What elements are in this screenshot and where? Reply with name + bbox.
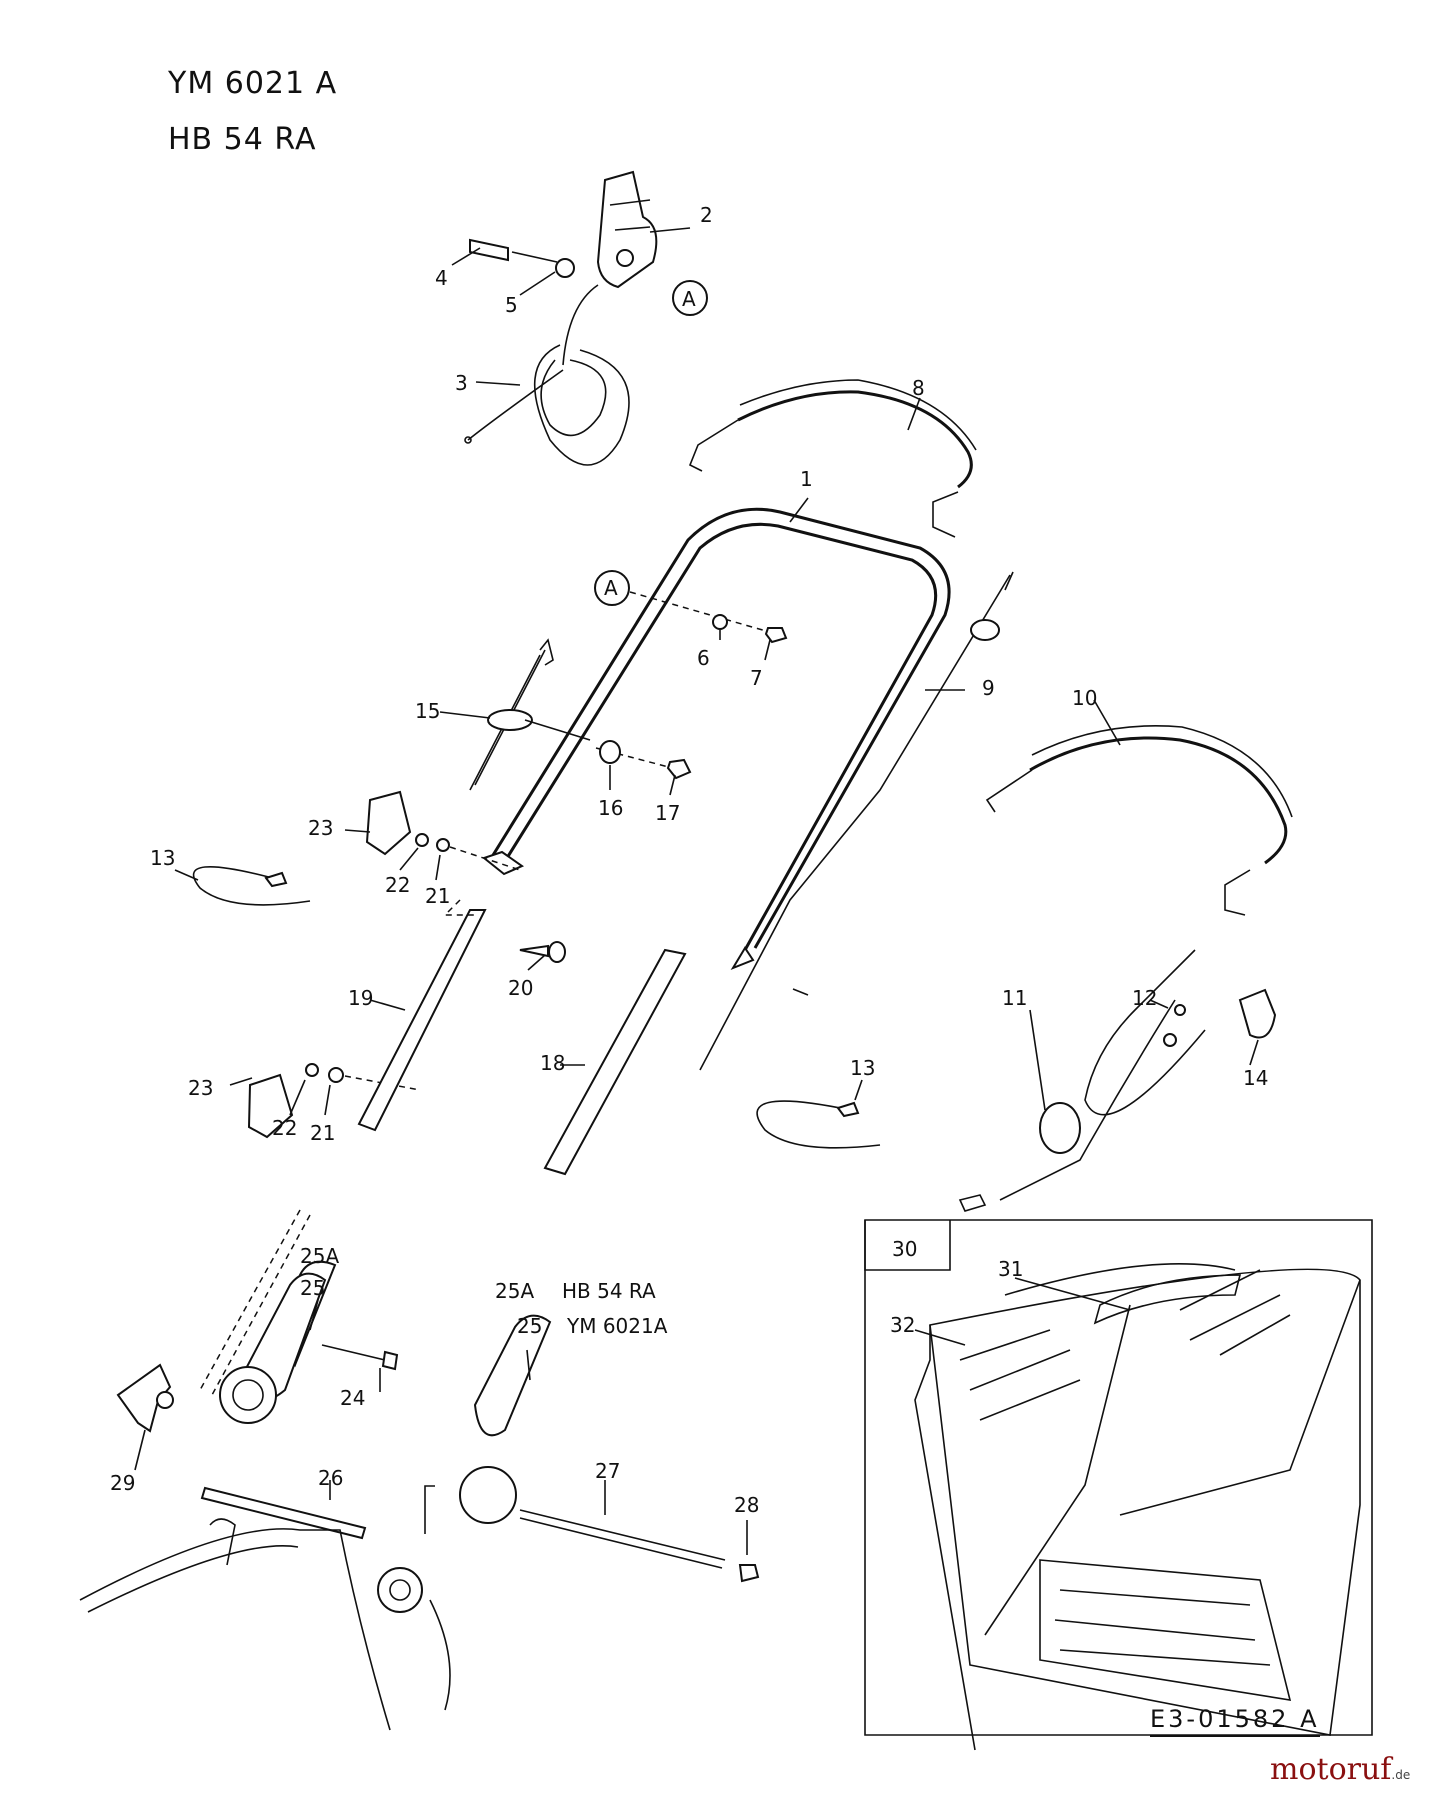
label-part-18: 18 [540,1051,565,1075]
label-part-1: 1 [800,467,813,491]
brand-suffix: .de [1391,1768,1411,1782]
label-part-30: 30 [892,1237,917,1261]
bail-rod [469,638,591,791]
label-part-26: 26 [318,1466,343,1490]
part-labels: 2 4 5 3 A 8 1 A 6 7 9 10 15 16 17 23 13 … [110,203,1268,1517]
label-part-22-bottom: 22 [272,1116,297,1140]
label-part-27: 27 [595,1459,620,1483]
label-part-12: 12 [1132,986,1157,1010]
label-part-8: 8 [912,376,925,400]
label-part-31: 31 [998,1257,1023,1281]
label-part-28: 28 [734,1493,759,1517]
model-number-1: YM 6021 A [168,66,338,101]
label-ref-a-1: A [682,287,696,311]
ref-a-callouts [594,280,788,780]
label-part-13-left: 13 [150,846,175,870]
label-part-3: 3 [455,371,468,395]
leader-lines [134,227,1259,1555]
handle-grip-lower [985,725,1293,916]
brand-logo[interactable]: motoruf.de [1270,1752,1410,1787]
label-part-20: 20 [508,976,533,1000]
model-number-2: HB 54 RA [168,122,317,157]
label-part-23-top: 23 [308,816,333,840]
label-part-9: 9 [982,676,995,700]
label-part-4: 4 [435,266,448,290]
label-part-13-right: 13 [850,1056,875,1080]
drawing-code: E3-01582 A [1150,1705,1320,1737]
variant-code-25a: 25A [495,1279,534,1303]
brake-cable-upper [699,571,1014,1071]
label-part-14: 14 [1243,1066,1268,1090]
brand-name: motoruf [1270,1752,1392,1787]
label-ref-a-2: A [604,576,618,600]
variant-model-hb54ra: HB 54 RA [562,1279,656,1303]
label-part-24: 24 [340,1386,365,1410]
label-part-5: 5 [505,293,518,317]
label-part-21-bottom: 21 [310,1121,335,1145]
label-part-11: 11 [1002,986,1027,1010]
brake-cable-lower [958,949,1277,1212]
hose-clamps [192,866,881,1149]
label-part-25a: 25A [300,1244,339,1268]
handle-grip-upper [688,379,977,538]
label-part-23-bottom: 23 [188,1076,213,1100]
label-part-32: 32 [890,1313,915,1337]
label-part-10: 10 [1072,686,1097,710]
label-part-19: 19 [348,986,373,1010]
height-adjust-assembly [79,1209,760,1731]
lower-handle-tubes [357,899,687,1176]
label-part-25: 25 [300,1276,325,1300]
variant-model-ym6021a: YM 6021A [566,1314,668,1338]
grass-bag-inset [864,1219,1373,1751]
label-part-22-top: 22 [385,873,410,897]
upper-handle [481,507,951,971]
label-part-6: 6 [697,646,710,670]
label-part-16: 16 [598,796,623,820]
label-part-17: 17 [655,801,680,825]
label-part-7: 7 [750,666,763,690]
throttle-lever-assembly [464,170,658,466]
label-part-21-top: 21 [425,884,450,908]
label-part-29: 29 [110,1471,135,1495]
label-part-2: 2 [700,203,713,227]
variant-code-25: 25 [517,1314,542,1338]
label-part-15: 15 [415,699,440,723]
